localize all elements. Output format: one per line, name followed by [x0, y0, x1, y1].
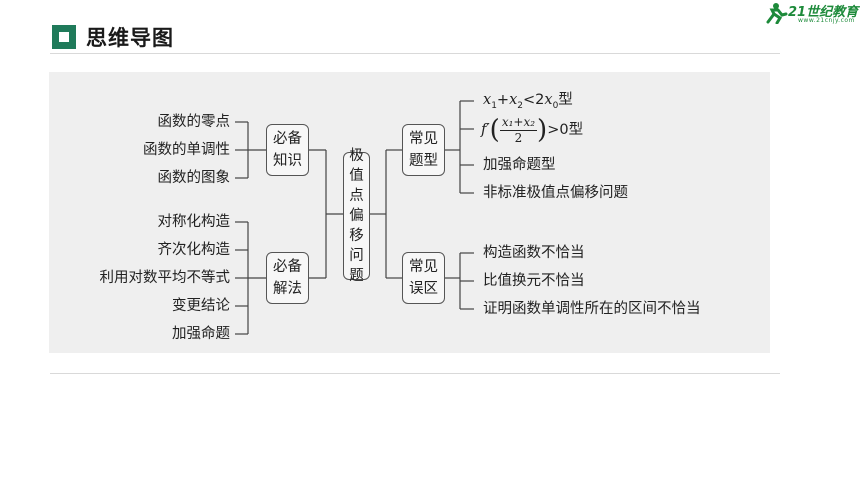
center-topic-char: 值 — [349, 168, 364, 184]
methods-box: 必备解法 — [266, 252, 309, 304]
center-topic-char: 问 — [349, 248, 364, 264]
logo-text: 21世纪教育 — [788, 5, 859, 20]
knowledge-item: 函数的图象 — [157, 170, 231, 186]
header-divider — [50, 53, 780, 54]
page-title: 思维导图 — [86, 26, 174, 50]
method-item: 对称化构造 — [157, 214, 231, 230]
method-item: 齐次化构造 — [157, 242, 231, 258]
method-item: 利用对数平均不等式 — [99, 270, 231, 286]
type-item: 非标准极值点偏移问题 — [483, 185, 628, 201]
mistake-item: 构造函数不恰当 — [483, 245, 585, 261]
center-topic-char: 偏 — [349, 208, 364, 224]
types-box: 常见题型 — [402, 124, 445, 176]
center-topic-char: 点 — [349, 188, 364, 204]
logo-subtext: www.21cnjy.com — [798, 17, 855, 24]
mistake-item: 比值换元不恰当 — [483, 273, 585, 289]
mindmap-panel — [49, 72, 770, 353]
center-topic-char: 移 — [349, 228, 364, 244]
mistake-item: 证明函数单调性所在的区间不恰当 — [483, 301, 701, 317]
center-topic-char: 题 — [349, 268, 364, 284]
type-item: 加强命题型 — [483, 157, 556, 173]
knowledge-item: 函数的单调性 — [143, 142, 230, 158]
mistakes-box: 常见误区 — [402, 252, 445, 304]
page-header: 思维导图 — [52, 23, 174, 51]
center-topic-char: 极 — [349, 148, 364, 164]
type-item-inequality: x1+x2<2x0型 — [483, 92, 573, 111]
center-topic-box: 极值点偏移问题 — [343, 148, 370, 284]
knowledge-item: 函数的零点 — [157, 114, 231, 130]
footer-divider — [50, 373, 780, 374]
section-square-icon — [52, 25, 76, 49]
method-item: 加强命题 — [172, 326, 230, 342]
method-item: 变更结论 — [172, 298, 230, 314]
knowledge-box: 必备知识 — [266, 124, 309, 176]
runner-logo-icon — [766, 3, 788, 24]
